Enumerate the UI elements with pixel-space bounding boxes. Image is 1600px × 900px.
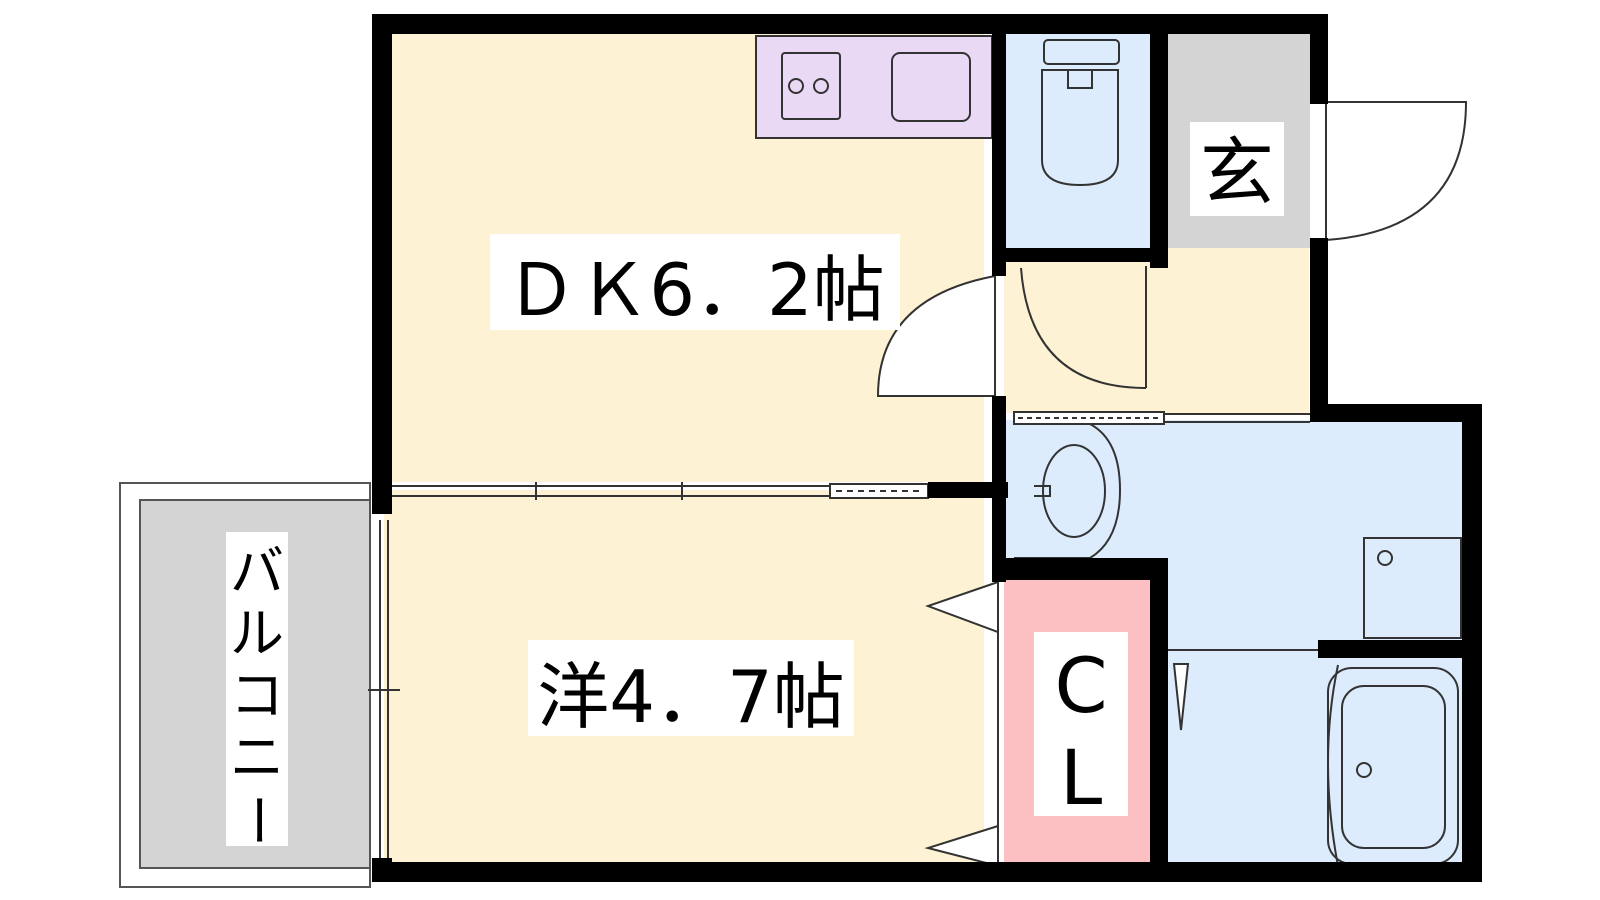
toilet-floor <box>1004 32 1151 248</box>
wall-right-lower <box>1462 404 1482 882</box>
wall-closet-top <box>992 558 1168 580</box>
bath-folding-door <box>1172 663 1190 731</box>
burner-left-icon <box>788 78 804 94</box>
wall-right-entry <box>1310 238 1328 418</box>
toilet-seat-icon <box>1067 70 1093 89</box>
wall-entry-step <box>1004 248 1168 262</box>
wall-right-upper <box>1310 14 1328 104</box>
bathtub-inner <box>1341 685 1446 849</box>
balcony-label-char-1: バ <box>230 540 284 603</box>
bathtub-drain-icon <box>1356 762 1372 778</box>
washing-machine-pan <box>1363 537 1462 639</box>
balcony-label-bg <box>226 532 288 846</box>
drain-icon <box>1377 550 1393 566</box>
toilet-bowl-icon <box>1041 69 1119 187</box>
stove-icon <box>781 52 841 120</box>
sink-icon <box>891 52 971 122</box>
western-label-bg <box>528 640 854 736</box>
entrance-label-bg <box>1190 122 1284 216</box>
washbasin-icon <box>1042 444 1106 538</box>
wall-left-upper <box>372 14 392 514</box>
balcony-label-char-2: ル <box>230 602 284 665</box>
wall-bath-divider <box>1318 640 1465 658</box>
closet-label-l: L <box>1060 733 1102 822</box>
faucet-icon <box>1034 485 1051 497</box>
entry-door-swing-icon <box>1325 101 1468 241</box>
washroom-sliding-door <box>1013 411 1165 425</box>
wall-washroom-top <box>1310 404 1482 422</box>
dk-door-swing-icon <box>876 274 996 397</box>
walls <box>372 14 1482 882</box>
bathroom-floor <box>1318 658 1465 870</box>
kitchen-counter <box>755 35 993 139</box>
wall-dk-right <box>992 14 1006 276</box>
closet-label-c: C <box>1054 641 1107 730</box>
hall-door-swing-icon <box>1020 267 1147 389</box>
wall-toilet-right <box>1150 14 1168 268</box>
wall-top <box>372 14 1328 34</box>
entrance-label: 玄 <box>1200 130 1274 216</box>
burner-right-icon <box>813 78 829 94</box>
balcony-label-char-5: ー <box>226 793 289 847</box>
bathroom-door-icon <box>1327 664 1339 867</box>
western-room-label: 洋4．7帖 <box>537 655 845 739</box>
hall-floor <box>1004 248 1309 413</box>
washbasin-counter <box>1014 423 1122 559</box>
balcony-label-char-4: ニ <box>230 726 284 789</box>
dk-room-label: ＤＫ6．2帖 <box>505 248 885 332</box>
toilet-tank-icon <box>1043 39 1120 65</box>
balcony-label-char-3: コ <box>230 664 284 727</box>
wall-closet-right <box>1150 558 1168 882</box>
wall-bottom <box>372 862 1482 882</box>
dk-label-bg <box>490 234 900 330</box>
wall-center-column <box>992 396 1006 582</box>
closet-label-bg <box>1034 632 1128 816</box>
wall-dk-bottom <box>928 482 1008 498</box>
